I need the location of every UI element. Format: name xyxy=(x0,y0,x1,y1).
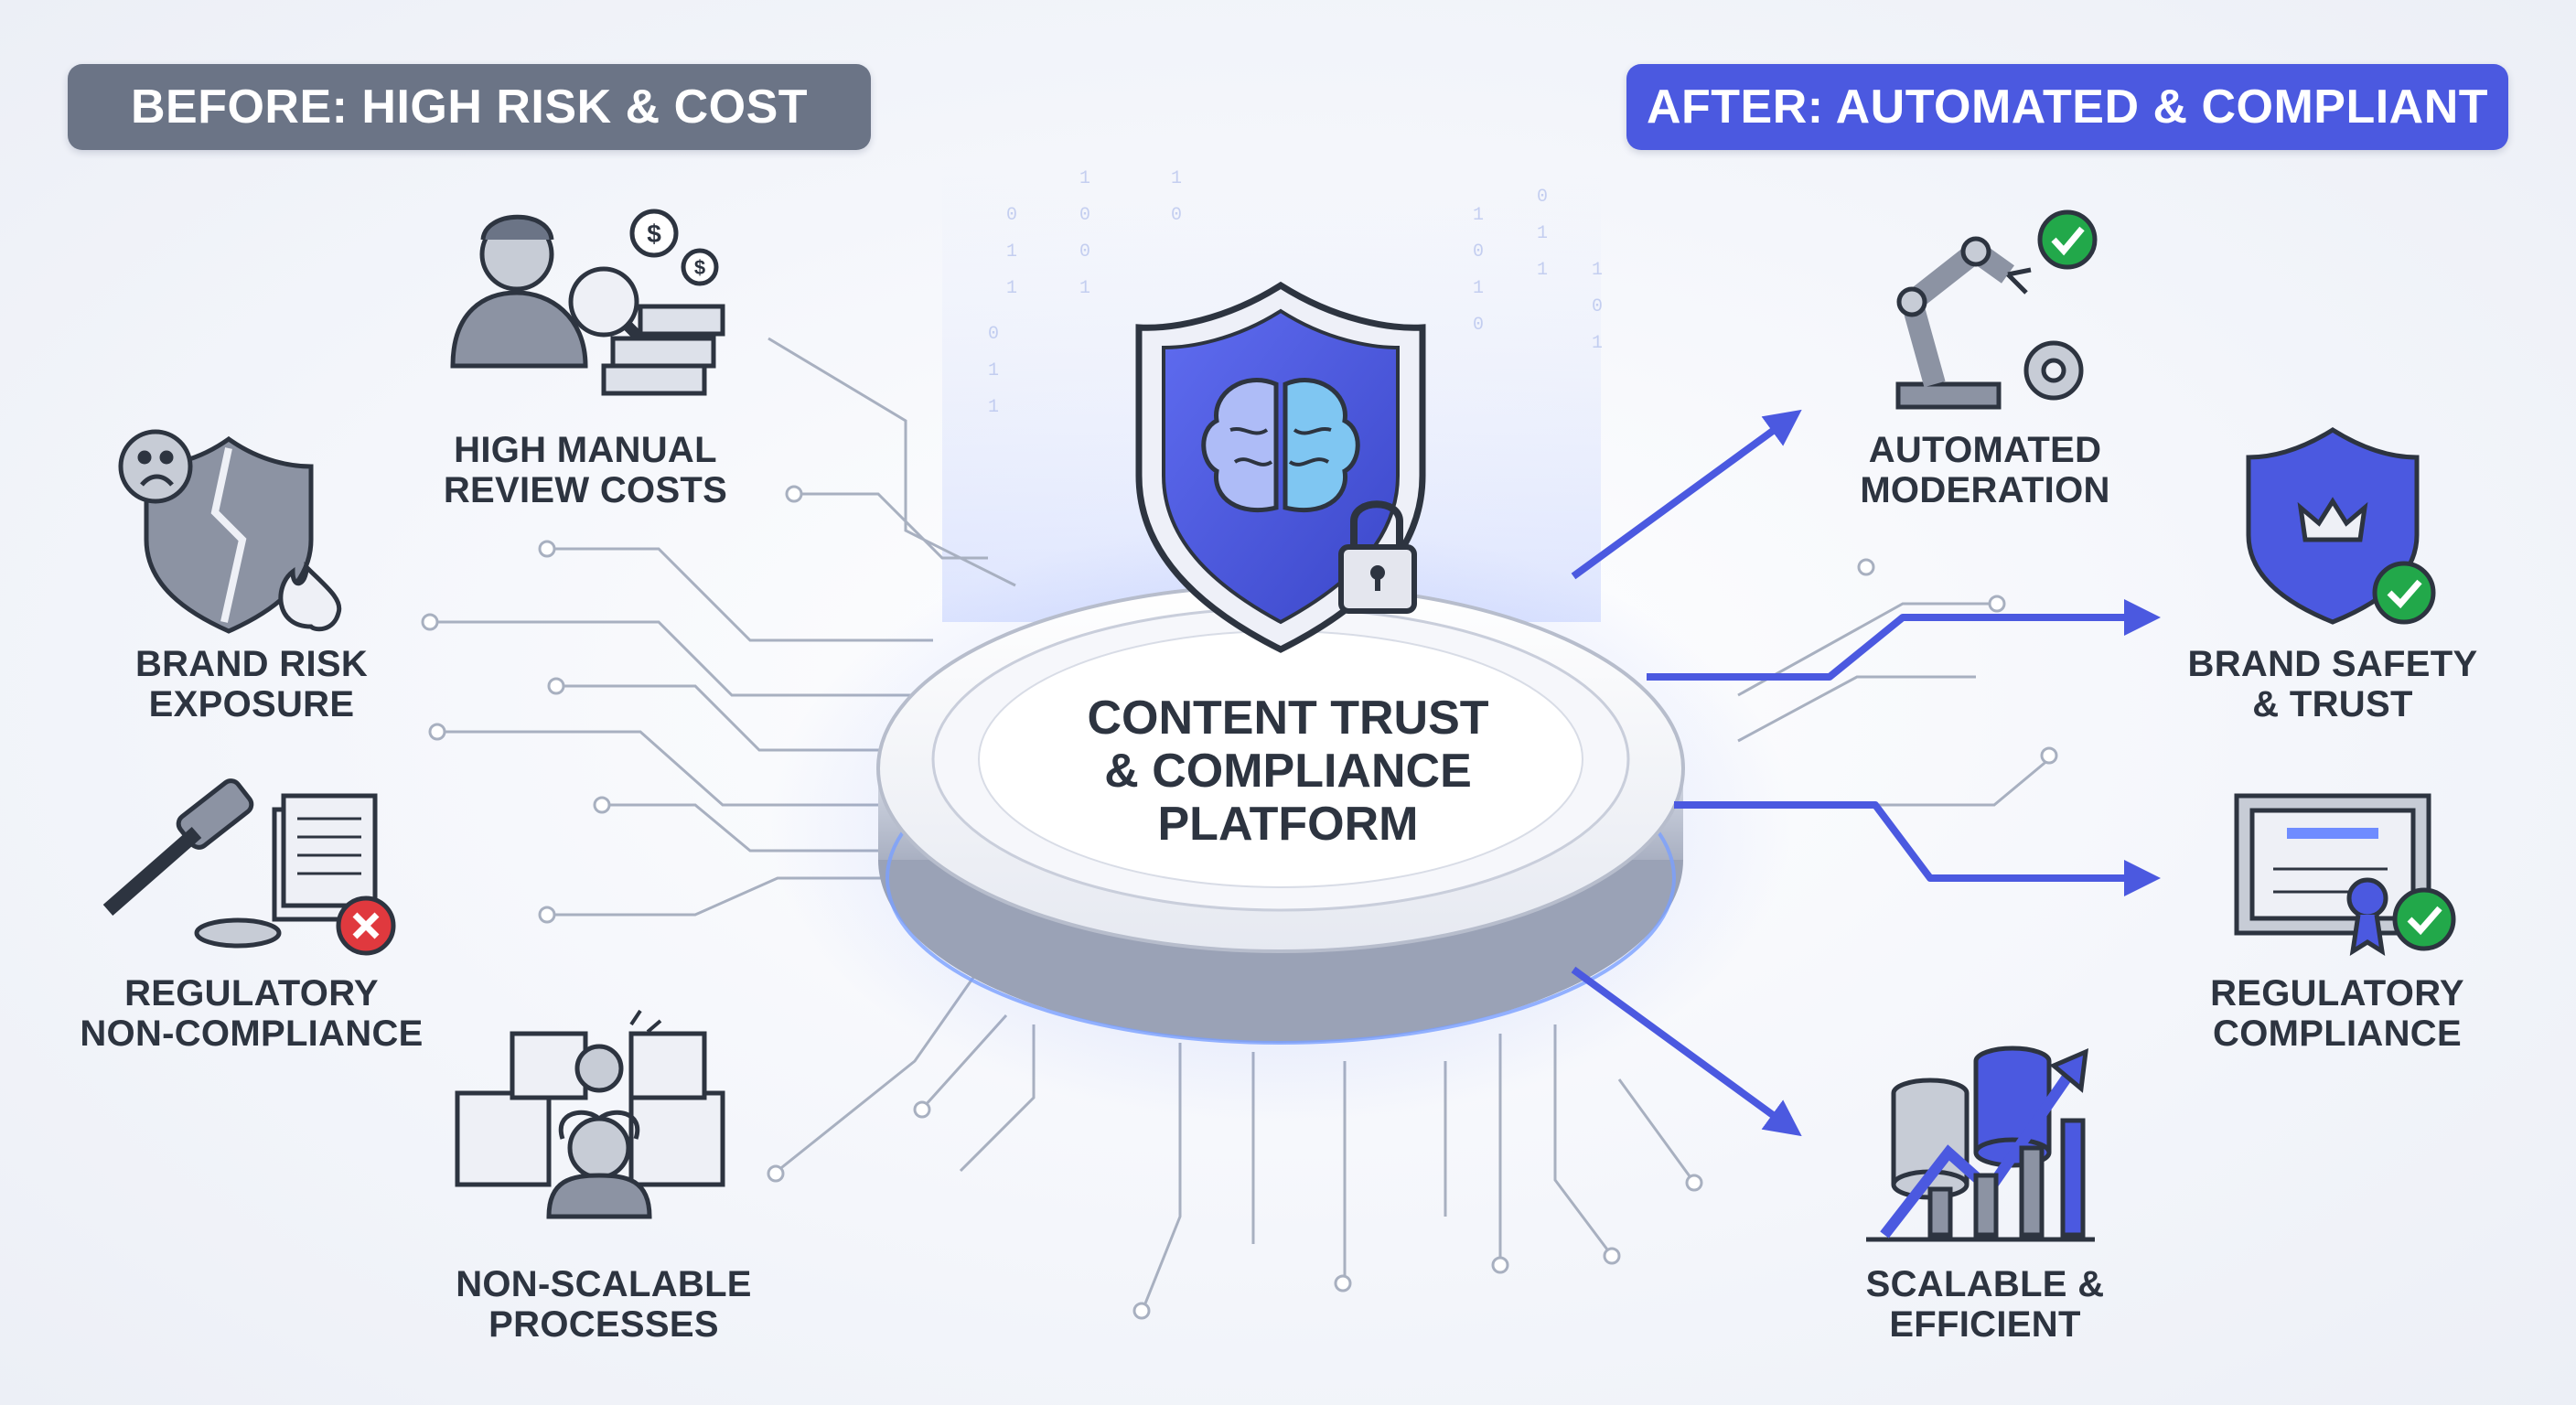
label-brand-risk-exposure: BRAND RISK EXPOSURE xyxy=(87,644,416,724)
arrow-scalable xyxy=(1571,966,1802,1137)
label-line: REVIEW COSTS xyxy=(443,470,728,510)
label-line: EFFICIENT xyxy=(1889,1304,2081,1345)
crown-shield-check-icon xyxy=(2246,427,2436,625)
platform-title-line2: & COMPLIANCE xyxy=(1104,745,1472,798)
svg-text:1: 1 xyxy=(1592,260,1603,281)
platform-title-line3: PLATFORM xyxy=(1158,798,1419,851)
before-header: BEFORE: HIGH RISK & COST xyxy=(68,64,871,150)
svg-text:1: 1 xyxy=(1473,278,1484,299)
label-automated-moderation: AUTOMATED MODERATION xyxy=(1830,430,2141,510)
platform-title: CONTENT TRUST & COMPLIANCE PLATFORM xyxy=(1087,692,1488,851)
arrow-regulatory-compliance xyxy=(1674,801,2161,896)
svg-text:0: 0 xyxy=(1171,205,1182,226)
label-line: NON-COMPLIANCE xyxy=(80,1014,424,1054)
svg-text:1: 1 xyxy=(1171,168,1182,189)
label-scalable-efficient: SCALABLE & EFFICIENT xyxy=(1839,1264,2131,1345)
platform-disc xyxy=(876,584,1685,1045)
label-brand-safety-trust: BRAND SAFETY & TRUST xyxy=(2159,644,2506,724)
svg-text:0: 0 xyxy=(988,324,999,345)
gavel-documents-x-icon xyxy=(102,778,396,956)
svg-text:0: 0 xyxy=(1592,296,1603,317)
svg-text:1: 1 xyxy=(1006,278,1017,299)
label-line: BRAND RISK xyxy=(134,644,369,684)
label-line: MODERATION xyxy=(1860,470,2110,510)
label-line: AUTOMATED xyxy=(1868,430,2102,470)
label-regulatory-non-compliance: REGULATORY NON-COMPLIANCE xyxy=(64,973,439,1054)
robot-arm-gear-check-icon xyxy=(1895,209,2098,410)
circuit-nodes xyxy=(421,485,2058,1320)
platform-title-line1: CONTENT TRUST xyxy=(1087,692,1488,745)
reviewer-with-money-icon: $ $ xyxy=(450,209,725,396)
svg-text:1: 1 xyxy=(988,360,999,381)
svg-text:1: 1 xyxy=(1079,168,1090,189)
overwhelmed-worker-icon xyxy=(455,1009,725,1219)
label-line: BRAND SAFETY xyxy=(2187,644,2478,684)
after-header: AFTER: AUTOMATED & COMPLIANT xyxy=(1626,64,2508,150)
broken-shield-fire-icon xyxy=(118,429,342,634)
label-line: NON-SCALABLE xyxy=(456,1264,752,1304)
arrow-automated-moderation xyxy=(1571,409,1802,580)
svg-text:0: 0 xyxy=(1473,241,1484,263)
label-regulatory-compliance: REGULATORY COMPLIANCE xyxy=(2168,973,2506,1054)
svg-text:1: 1 xyxy=(1079,278,1090,299)
label-non-scalable-processes: NON-SCALABLE PROCESSES xyxy=(412,1264,796,1345)
svg-text:1: 1 xyxy=(1006,241,1017,263)
label-line: REGULATORY xyxy=(124,973,379,1014)
svg-text:1: 1 xyxy=(988,397,999,418)
label-line: EXPOSURE xyxy=(148,684,355,724)
label-line: COMPLIANCE xyxy=(2213,1014,2462,1054)
shield-brain-icon xyxy=(1135,281,1426,653)
label-line: HIGH MANUAL xyxy=(454,430,717,470)
svg-text:1: 1 xyxy=(1537,223,1548,244)
svg-text:0: 0 xyxy=(1537,187,1548,208)
label-line: & TRUST xyxy=(2252,684,2413,724)
svg-text:$: $ xyxy=(647,220,661,248)
svg-text:0: 0 xyxy=(1006,205,1017,226)
label-line: REGULATORY xyxy=(2210,973,2464,1014)
certificate-check-icon xyxy=(2234,793,2456,956)
svg-text:0: 0 xyxy=(1473,315,1484,336)
svg-text:1: 1 xyxy=(1592,333,1603,354)
label-line: PROCESSES xyxy=(488,1304,719,1345)
svg-text:0: 0 xyxy=(1079,205,1090,226)
outcome-arrows xyxy=(1571,409,2161,1137)
label-line: SCALABLE & xyxy=(1865,1264,2105,1304)
arrow-brand-safety xyxy=(1647,599,2161,681)
svg-text:1: 1 xyxy=(1537,260,1548,281)
database-growth-chart-icon xyxy=(1866,1046,2095,1242)
svg-text:1: 1 xyxy=(1473,205,1484,226)
svg-text:0: 0 xyxy=(1079,241,1090,263)
label-high-manual-review-costs: HIGH MANUAL REVIEW COSTS xyxy=(402,430,768,510)
svg-text:$: $ xyxy=(694,256,705,279)
